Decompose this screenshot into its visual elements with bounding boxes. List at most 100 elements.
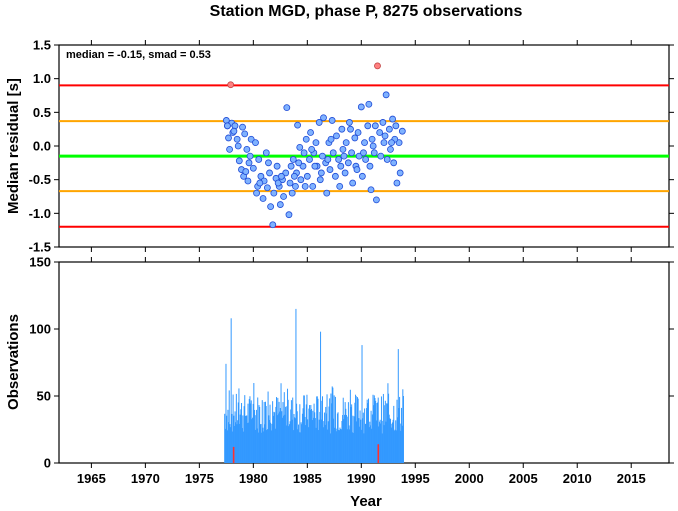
observation-bar [224, 413, 226, 463]
observation-bar [296, 411, 298, 463]
observation-bar [397, 417, 399, 463]
observation-bar [251, 419, 253, 463]
residual-point [353, 166, 361, 173]
observation-bar [377, 402, 379, 463]
observation-bar [391, 427, 393, 463]
residual-point [340, 152, 348, 160]
observation-bar [322, 396, 324, 463]
observation-bar [240, 409, 242, 463]
observation-bar [244, 415, 246, 463]
observation-bar [395, 430, 397, 463]
residual-y-tick-label: -1.5 [29, 240, 51, 255]
residual-point [246, 152, 254, 160]
observation-bar [277, 397, 279, 463]
observation-bar [352, 415, 354, 463]
observation-bar [283, 415, 285, 463]
observation-bar [373, 395, 375, 463]
observation-bar [355, 394, 357, 463]
residual-point [296, 143, 304, 151]
stats-label: median = -0.15, smad = 0.53 [66, 49, 211, 61]
observation-bar [307, 419, 309, 463]
observation-bar [252, 403, 254, 463]
observation-bar [321, 400, 323, 463]
residual-point [338, 125, 346, 133]
observation-bar [228, 422, 230, 463]
observation-bar [290, 409, 292, 463]
residual-point [273, 162, 281, 170]
observation-bar [284, 414, 286, 463]
observation-bar [319, 411, 321, 463]
observation-bar [255, 415, 257, 463]
residual-point [377, 152, 385, 160]
observation-bar [272, 415, 274, 463]
observation-bar [291, 419, 293, 463]
observation-bar [399, 396, 401, 463]
observation-bar [299, 432, 301, 463]
observation-bar [236, 424, 238, 463]
observation-bar [376, 403, 378, 463]
observation-bar [242, 431, 244, 463]
observation-bar [234, 411, 236, 463]
observation-bar [373, 405, 375, 463]
observation-bar [335, 428, 337, 463]
observation-bar [286, 425, 288, 463]
observation-bar [329, 433, 331, 463]
residual-point [358, 172, 366, 180]
observation-bar [345, 415, 347, 463]
observation-bar [233, 425, 235, 463]
residual-point [230, 127, 238, 135]
observation-bar [346, 429, 348, 463]
observation-bar [265, 405, 267, 463]
observation-bar [245, 415, 247, 463]
residual-point [380, 139, 388, 147]
observation-bar [342, 415, 344, 463]
observation-bar [388, 414, 390, 463]
residual-point [364, 122, 372, 130]
residual-point [383, 156, 391, 163]
observation-bar [379, 419, 381, 463]
x-tick-label: 1965 [77, 471, 106, 486]
residual-y-tick-label: 1.5 [33, 38, 51, 53]
observation-bar [298, 432, 300, 463]
residual-point [396, 169, 404, 177]
x-tick-label: 1975 [185, 471, 214, 486]
residual-point [323, 189, 331, 197]
residual-point [225, 134, 232, 142]
residual-point [226, 145, 233, 153]
observation-bar [347, 402, 349, 463]
residual-y-tick-label: 1.0 [33, 71, 51, 86]
observation-bar [331, 403, 333, 463]
observation-bar [359, 410, 361, 463]
observation-bar [259, 406, 261, 463]
observation-bar [259, 424, 261, 463]
residual-point [360, 149, 367, 157]
observation-bar [235, 393, 237, 463]
residual-point [235, 157, 243, 165]
x-tick-label: 2010 [563, 471, 592, 486]
observation-bar [326, 394, 328, 463]
observation-bar [261, 432, 263, 463]
observation-bar [232, 394, 234, 463]
residual-y-axis-label: Median residual [s] [5, 78, 22, 214]
observation-bar [278, 401, 280, 463]
observations-y-tick-label: 150 [29, 255, 51, 270]
observation-bar [339, 427, 341, 463]
observation-bar [381, 433, 383, 463]
observation-bar [345, 408, 347, 463]
residual-point [259, 195, 267, 202]
residual-point [245, 159, 253, 167]
residual-point [280, 193, 287, 200]
observation-bar [386, 403, 388, 463]
observation-bar [388, 393, 390, 463]
residual-point [317, 169, 325, 177]
observation-bar [241, 403, 243, 463]
residual-y-tick-label: -1.0 [29, 206, 51, 221]
observation-bar [303, 395, 305, 463]
residual-point [329, 149, 337, 157]
residual-point [361, 139, 368, 147]
residual-point [324, 156, 332, 163]
residual-point [382, 91, 390, 99]
observation-bar [243, 406, 245, 463]
residual-point [349, 179, 357, 187]
